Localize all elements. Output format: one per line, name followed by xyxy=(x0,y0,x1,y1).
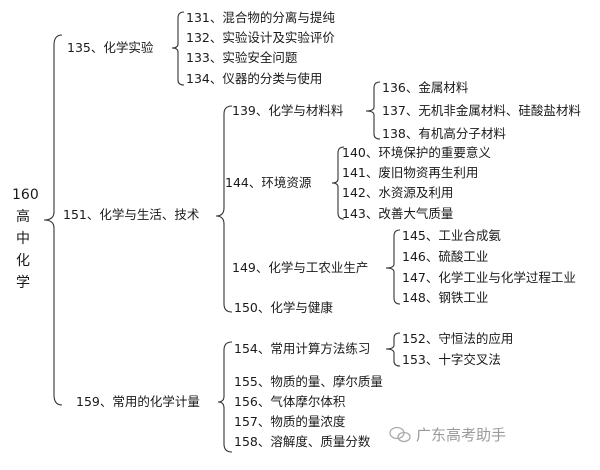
node-142: 142、水资源及利用 xyxy=(342,185,454,200)
node-138: 138、有机高分子材料 xyxy=(382,126,506,141)
node-150: 150、化学与健康 xyxy=(234,300,333,315)
node-133: 133、实验安全问题 xyxy=(186,50,298,65)
brace-root xyxy=(43,34,63,406)
node-135: 135、化学实验 xyxy=(67,40,154,55)
brace-139 xyxy=(365,81,381,140)
brace-149 xyxy=(385,229,401,305)
node-132: 132、实验设计及实验评价 xyxy=(186,30,335,45)
node-143: 143、改善大气质量 xyxy=(342,206,454,221)
node-153: 153、十字交叉法 xyxy=(402,352,501,367)
brace-135 xyxy=(171,11,185,86)
node-131: 131、混合物的分离与提纯 xyxy=(186,10,335,25)
wechat-icon xyxy=(389,426,411,442)
node-151: 151、化学与生活、技术 xyxy=(63,207,200,222)
node-141: 141、废旧物资再生利用 xyxy=(342,165,479,180)
node-152: 152、守恒法的应用 xyxy=(402,331,514,346)
node-158: 158、溶解度、质量分数 xyxy=(234,434,371,449)
node-155: 155、物质的量、摩尔质量 xyxy=(234,374,383,389)
watermark-text: 广东高考助手 xyxy=(416,426,507,444)
node-134: 134、仪器的分类与使用 xyxy=(186,71,323,86)
node-146: 146、硫酸工业 xyxy=(402,249,489,264)
node-144: 144、环境资源 xyxy=(225,175,312,190)
brace-159 xyxy=(217,341,233,453)
brace-144 xyxy=(331,146,345,220)
node-149: 149、化学与工农业生产 xyxy=(232,260,369,275)
node-148: 148、钢铁工业 xyxy=(402,290,489,305)
node-159: 159、常用的化学计量 xyxy=(76,394,200,409)
node-145: 145、工业合成氨 xyxy=(402,228,501,243)
root-char: 化 xyxy=(16,253,30,269)
brace-154 xyxy=(385,332,401,367)
root-node: 160 高 中 化 学 xyxy=(12,184,39,294)
brace-151 xyxy=(215,105,233,313)
root-char: 中 xyxy=(16,231,30,247)
node-140: 140、环境保护的重要意义 xyxy=(342,145,491,160)
node-156: 156、气体摩尔体积 xyxy=(234,394,346,409)
node-154: 154、常用计算方法练习 xyxy=(234,341,371,356)
node-147: 147、化学工业与化学过程工业 xyxy=(402,270,576,285)
root-number: 160 xyxy=(12,187,39,203)
watermark: 广东高考助手 xyxy=(388,424,506,445)
node-139: 139、化学与材料料 xyxy=(232,103,344,118)
node-136: 136、金属材料 xyxy=(382,80,469,95)
node-137: 137、无机非金属材料、硅酸盐材料 xyxy=(382,103,581,118)
root-char: 高 xyxy=(16,209,30,225)
root-char: 学 xyxy=(16,275,30,291)
node-157: 157、物质的量浓度 xyxy=(234,414,346,429)
